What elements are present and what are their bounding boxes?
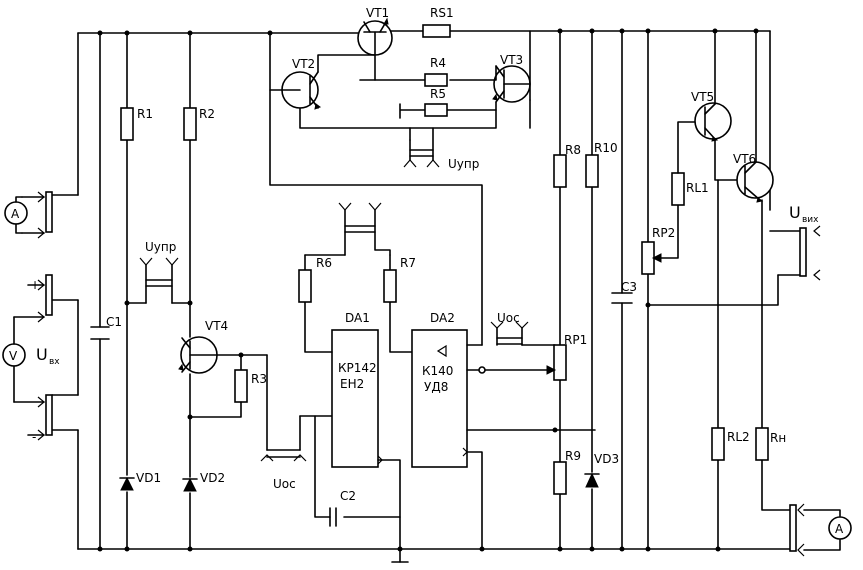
output-ammeter-symbol: A <box>835 522 844 536</box>
output-voltage-label: U <box>789 203 801 222</box>
da1-wiring: R6 R7 C2 <box>298 202 416 552</box>
vt1-label: VT1 <box>366 6 389 20</box>
u-os-left-label: Uос <box>273 477 296 491</box>
da2-type-line2: УД8 <box>424 380 448 394</box>
top-rail <box>77 30 771 211</box>
vd3-label: VD3 <box>594 452 619 466</box>
resistor-rs1: RS1 <box>422 6 454 38</box>
vt3-label: VT3 <box>500 53 523 67</box>
u-os-left-connector: Uос <box>260 415 333 491</box>
capacitor-c3: C3 <box>611 30 637 550</box>
rp2-label: RP2 <box>652 226 675 240</box>
opamp-da2: DA2 К140 УД8 <box>411 311 468 468</box>
da2-label: DA2 <box>430 311 455 325</box>
r3-label: R3 <box>251 372 267 386</box>
svg-text:U: U <box>36 345 48 364</box>
r1-vd1-branch: R1 VD1 <box>119 32 161 550</box>
vt4-label: VT4 <box>205 319 228 333</box>
u-upr-left-label: Uупр <box>145 240 176 254</box>
input-ammeter: A <box>4 196 28 234</box>
output-ammeter-connector: A <box>789 503 852 557</box>
r9-label: R9 <box>565 449 581 463</box>
da1-type-line1: КР142 <box>338 361 377 375</box>
plus-label: + <box>30 278 40 292</box>
input-voltage-label: U вх <box>36 345 60 367</box>
r6-label: R6 <box>316 256 332 270</box>
rl2-label: RL2 <box>727 430 750 444</box>
r4-label: R4 <box>430 56 446 70</box>
u-upr-top-label: Uупр <box>448 157 479 171</box>
input-connectors: + - <box>13 191 53 444</box>
c3-label: C3 <box>621 280 637 294</box>
input-voltmeter: V <box>2 316 26 403</box>
r2-vt4-branch: R2 VD2 <box>171 32 225 550</box>
input-ammeter-symbol: A <box>11 207 20 221</box>
input-voltmeter-symbol: V <box>9 349 18 363</box>
transistor-vt3: VT3 <box>492 53 531 103</box>
c1-label: C1 <box>106 315 122 329</box>
r8-label: R8 <box>565 143 581 157</box>
rp1-label: RP1 <box>564 333 587 347</box>
junction-dots <box>97 28 721 552</box>
u-os-mid-label: Uос <box>497 311 520 325</box>
transistor-vt2: VT2 <box>269 57 322 110</box>
transistor-vt5: VT5 RL2 <box>691 28 750 550</box>
transistor-vt4: VT4 R3 <box>178 319 268 451</box>
vt5-label: VT5 <box>691 90 714 104</box>
bottom-rail <box>77 548 791 563</box>
r5-label: R5 <box>430 87 446 101</box>
vd1-label: VD1 <box>136 471 161 485</box>
transistor-vt6: VT6 Rн <box>733 28 791 511</box>
u-upr-left-connector: Uупр <box>139 240 179 304</box>
da1-label: DA1 <box>345 311 370 325</box>
vt2-label: VT2 <box>292 57 315 71</box>
c2-label: C2 <box>340 489 356 503</box>
minus-label: - <box>32 430 36 444</box>
vt6-label: VT6 <box>733 152 756 166</box>
r2-label: R2 <box>199 107 215 121</box>
u-upr-top-connector: Uупр <box>403 127 479 171</box>
rp2-rl1-branch: RP2 RL1 <box>641 30 779 550</box>
output-connector: U вих <box>769 203 821 281</box>
vd2-label: VD2 <box>200 471 225 485</box>
r10-label: R10 <box>594 141 618 155</box>
svg-text:вх: вх <box>49 357 60 367</box>
capacitor-c1: C1 <box>90 32 122 550</box>
regulator-da1: DA1 КР142 ЕН2 <box>331 311 383 468</box>
left-wires <box>51 32 79 550</box>
rs1-label: RS1 <box>430 6 454 20</box>
vt-group-wiring: R4 R5 <box>269 30 531 346</box>
da1-type-line2: ЕН2 <box>340 377 364 391</box>
rl1-label: RL1 <box>686 181 709 195</box>
output-voltage-sub: вих <box>802 215 819 225</box>
rn-label: Rн <box>770 431 786 445</box>
transistor-vt1: VT1 <box>357 6 393 81</box>
r1-label: R1 <box>137 107 153 121</box>
da2-type-line1: К140 <box>422 364 453 378</box>
r10-vd3-branch: R10 VD3 <box>557 28 619 550</box>
r7-label: R7 <box>400 256 416 270</box>
r8-rp1-r9-branch: R8 RP1 R9 <box>546 30 587 550</box>
da2-wiring: Uос <box>466 311 596 550</box>
